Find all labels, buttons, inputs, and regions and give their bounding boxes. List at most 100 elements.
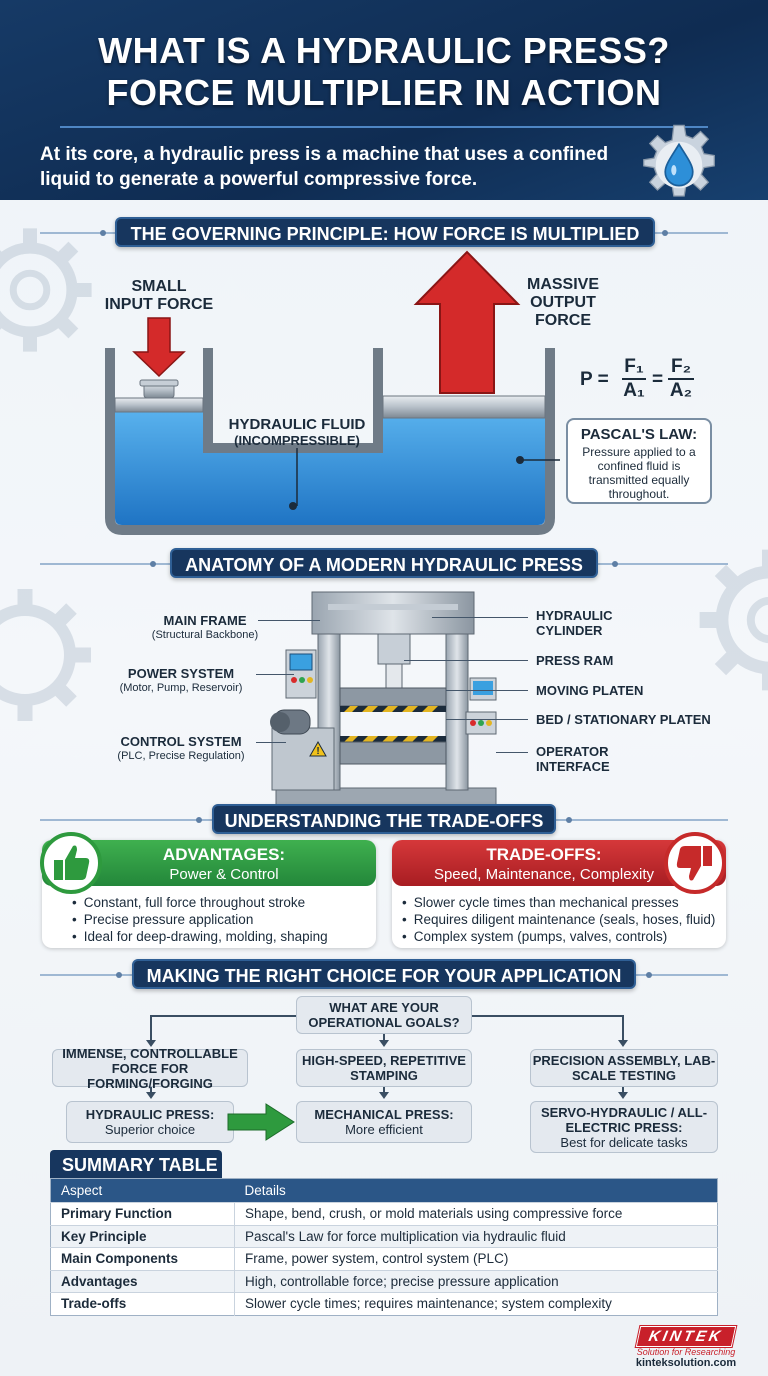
background-gear-icon — [0, 589, 91, 721]
leader-line — [256, 674, 294, 675]
formula-f2: F₂ — [668, 356, 694, 380]
leader-line — [256, 742, 286, 743]
formula-equals: = — [652, 369, 664, 390]
result-mechanical-title: MECHANICAL PRESS: — [314, 1107, 454, 1122]
gear-droplet-icon — [643, 124, 715, 197]
title-line-2: FORCE MULTIPLIER IN ACTION — [106, 72, 662, 113]
brand-logo[interactable]: KINTEK Solution for Researching kintekso… — [616, 1325, 756, 1370]
table-row: Main Components Frame, power system, con… — [50, 1247, 718, 1270]
arrow-icon — [618, 1040, 628, 1047]
green-arrow-icon — [227, 1103, 295, 1141]
divider-dot — [662, 230, 668, 236]
main-frame-sub: (Structural Backbone) — [151, 629, 259, 641]
formula-fraction-1: F₁ A₁ — [622, 356, 646, 402]
input-force-line-1: SMALL — [131, 278, 187, 295]
output-force-line-2: OUTPUT — [530, 294, 596, 311]
goal-box-stamping: HIGH-SPEED, REPETITIVE STAMPING — [296, 1049, 472, 1087]
formula-a1: A₁ — [623, 380, 645, 401]
anatomy-label-hydraulic-cylinder: HYDRAULIC CYLINDER — [536, 608, 626, 638]
brand-name: KINTEK — [634, 1325, 738, 1348]
operator-interface-label: OPERATOR INTERFACE — [536, 744, 610, 774]
pascal-formula: P = F₁ A₁ = F₂ A₂ — [580, 356, 720, 406]
table-cell: Primary Function — [50, 1202, 235, 1225]
connector — [383, 1034, 385, 1042]
header: WHAT IS A HYDRAULIC PRESS? FORCE MULTIPL… — [0, 0, 768, 200]
goal-forming-text: IMMENSE, CONTROLLABLE FORCE FOR FORMING/… — [62, 1045, 238, 1091]
table-cell: Shape, bend, crush, or mold materials us… — [234, 1202, 718, 1225]
connector — [150, 1015, 296, 1017]
page-title: WHAT IS A HYDRAULIC PRESS? FORCE MULTIPL… — [0, 30, 768, 114]
table-cell: Main Components — [50, 1247, 235, 1270]
question-box: WHAT ARE YOUR OPERATIONAL GOALS? — [296, 996, 472, 1034]
list-item: Requires diligent maintenance (seals, ho… — [402, 911, 716, 928]
result-servo-title: SERVO-HYDRAULIC / ALL-ELECTRIC PRESS: — [540, 1104, 708, 1135]
goal-precision-text: PRECISION ASSEMBLY, LAB-SCALE TESTING — [532, 1053, 716, 1083]
title-line-1: WHAT IS A HYDRAULIC PRESS? — [98, 30, 670, 71]
goal-box-precision: PRECISION ASSEMBLY, LAB-SCALE TESTING — [530, 1049, 718, 1087]
thumbs-down-icon — [676, 846, 712, 881]
leader-line — [404, 660, 528, 661]
divider — [60, 126, 708, 128]
result-box-mechanical: MECHANICAL PRESS: More efficient — [296, 1101, 472, 1143]
power-system-label: POWER SYSTEM — [127, 666, 235, 681]
formula-p: P = — [580, 369, 609, 390]
bed-platen-label: BED / STATIONARY PLATEN — [536, 712, 711, 727]
input-force-label: SMALL INPUT FORCE — [105, 278, 213, 314]
moving-platen-label: MOVING PLATEN — [536, 683, 644, 698]
table-header-cell: Aspect — [50, 1178, 235, 1203]
result-box-servo: SERVO-HYDRAULIC / ALL-ELECTRIC PRESS: Be… — [530, 1101, 718, 1153]
formula-fraction-2: F₂ A₂ — [668, 356, 694, 402]
thumbs-up-icon — [54, 845, 90, 880]
brand-url[interactable]: kinteksolution.com — [635, 1357, 737, 1369]
table-header-cell: Details — [234, 1178, 718, 1203]
table-cell: Slower cycle times; requires maintenance… — [234, 1292, 718, 1315]
divider-dot — [196, 817, 202, 823]
output-force-line-1: MASSIVE — [526, 276, 599, 293]
anatomy-label-bed-platen: BED / STATIONARY PLATEN — [536, 712, 726, 727]
table-cell: Pascal's Law for force multiplication vi… — [234, 1224, 718, 1248]
anatomy-label-operator-interface: OPERATOR INTERFACE — [536, 744, 626, 774]
connector — [150, 1015, 152, 1041]
input-force-line-2: INPUT FORCE — [104, 296, 214, 313]
background-gear-icon — [699, 549, 768, 691]
table-cell: High, controllable force; precise pressu… — [234, 1269, 718, 1293]
result-hydraulic-title: HYDRAULIC PRESS: — [85, 1107, 215, 1122]
divider-dot — [612, 561, 618, 567]
brand-tagline: Solution for Researching — [636, 1347, 736, 1357]
hydraulic-vessel-diagram — [105, 250, 560, 535]
control-system-sub: (PLC, Precise Regulation) — [117, 750, 245, 762]
table-cell: Frame, power system, control system (PLC… — [234, 1247, 718, 1270]
list-item: Complex system (pumps, valves, controls) — [402, 928, 715, 945]
arrow-icon — [146, 1040, 156, 1047]
tradeoffs-subtitle: Speed, Maintenance, Complexity — [433, 866, 655, 883]
tradeoffs-title: TRADE-OFFS: — [486, 845, 602, 864]
output-force-line-3: FORCE — [535, 312, 591, 329]
leader-line — [432, 617, 528, 618]
fluid-label-title: HYDRAULIC FLUID — [228, 416, 366, 433]
pascal-law-title: PASCAL'S LAW: — [580, 426, 698, 443]
table-row: Advantages High, controllable force; pre… — [50, 1269, 718, 1293]
result-hydraulic-note: Superior choice — [104, 1122, 196, 1137]
leader-line — [258, 620, 320, 621]
connector — [622, 1087, 624, 1093]
table-header-row: Aspect Details — [50, 1178, 718, 1203]
anatomy-label-power-system: POWER SYSTEM (Motor, Pump, Reservoir) — [96, 666, 266, 696]
summary-table: Aspect Details Primary Function Shape, b… — [50, 1178, 718, 1316]
formula-f1: F₁ — [622, 356, 646, 380]
background-gear-icon — [0, 228, 92, 352]
list-item: Precise pressure application — [72, 911, 328, 928]
pascal-law-box: PASCAL'S LAW: Pressure applied to a conf… — [566, 418, 712, 504]
list-item: Slower cycle times than mechanical press… — [402, 894, 715, 911]
section-banner-choice: MAKING THE RIGHT CHOICE FOR YOUR APPLICA… — [132, 959, 636, 989]
section-banner-anatomy: ANATOMY OF A MODERN HYDRAULIC PRESS — [170, 548, 598, 578]
thumbs-down-badge — [664, 832, 726, 894]
arrow-icon — [379, 1040, 389, 1047]
connector — [150, 1087, 152, 1093]
question-text: WHAT ARE YOUR OPERATIONAL GOALS? — [308, 1000, 460, 1030]
connector — [472, 1015, 622, 1017]
thumbs-up-badge — [40, 832, 102, 894]
hydraulic-cylinder-label: HYDRAULIC CYLINDER — [536, 608, 613, 638]
divider-dot — [100, 230, 106, 236]
list-item: Constant, full force throughout stroke — [72, 894, 328, 911]
divider-dot — [646, 972, 652, 978]
